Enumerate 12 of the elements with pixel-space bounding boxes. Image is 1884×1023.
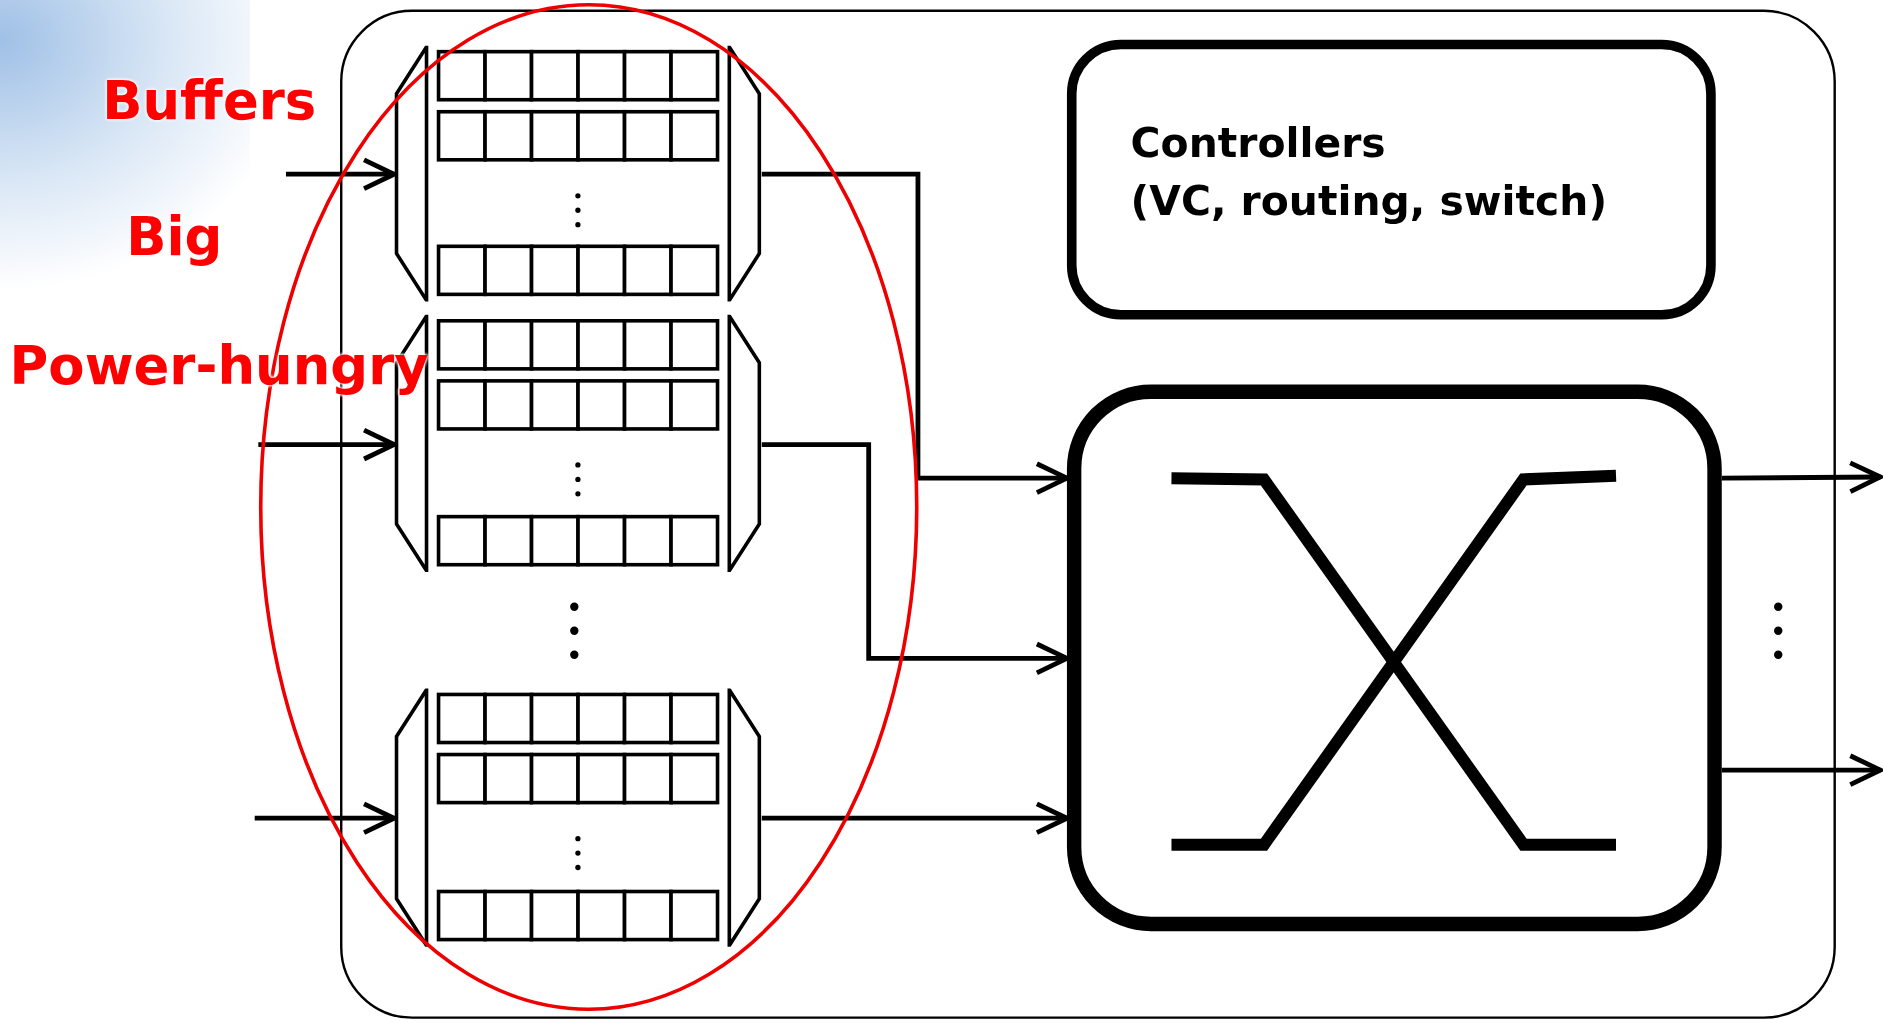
controller-label: Controllers (VC, routing, switch) xyxy=(1130,117,1608,227)
arrow xyxy=(285,157,397,192)
arrow xyxy=(1721,460,1883,495)
input-buffer-drawing xyxy=(394,45,762,302)
annotation-label: Big xyxy=(126,210,223,264)
arrow xyxy=(258,427,397,462)
arrow xyxy=(254,801,397,836)
input-buffer-drawing xyxy=(394,688,762,947)
arrow xyxy=(1721,753,1883,787)
crossbar-switch-drawing xyxy=(1066,384,1722,932)
controller-box xyxy=(1066,39,1716,320)
annotation-label: Buffers xyxy=(102,74,317,128)
